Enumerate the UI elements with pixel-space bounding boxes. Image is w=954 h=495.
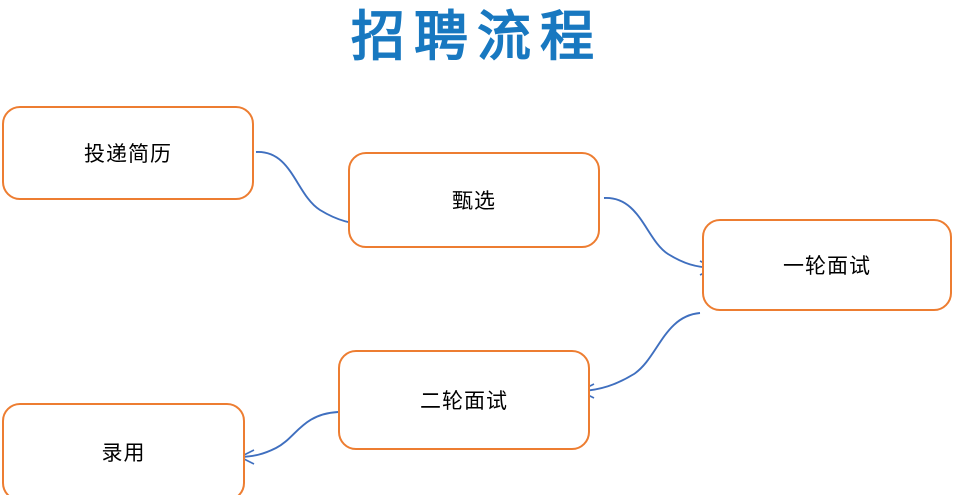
flow-node-first-interview[interactable]: 一轮面试 — [702, 219, 952, 311]
connector-2-screening-to-first-interview — [603, 197, 716, 276]
flow-node-hire[interactable]: 录用 — [2, 403, 245, 495]
connector-4-second-interview-to-hire — [238, 411, 339, 465]
connector-3-first-interview-to-second-interview — [578, 312, 701, 399]
page-title: 招聘流程 — [351, 7, 603, 67]
flow-node-label: 甄选 — [452, 189, 496, 213]
flow-node-label: 投递简历 — [84, 142, 172, 166]
flow-node-submit-resume[interactable]: 投递简历 — [2, 106, 254, 200]
flow-node-label: 二轮面试 — [420, 389, 508, 413]
flow-node-second-interview[interactable]: 二轮面试 — [338, 350, 590, 450]
flow-node-screening[interactable]: 甄选 — [348, 152, 600, 248]
flow-node-label: 一轮面试 — [783, 254, 871, 278]
flow-node-label: 录用 — [101, 441, 146, 465]
